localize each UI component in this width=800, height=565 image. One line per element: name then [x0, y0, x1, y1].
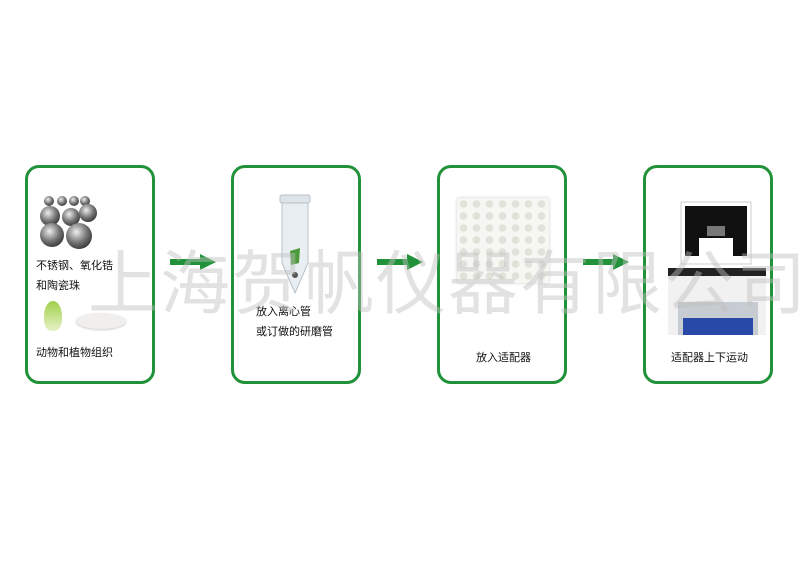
step-card-machine: 适配器上下运动 [643, 165, 773, 384]
step-card-tube: 放入离心管 或订做的研磨管 [231, 165, 361, 384]
arrow-right-icon [170, 254, 216, 270]
beads-label-line1: 不锈钢、氧化锆 [36, 259, 113, 272]
step-card-adapter: 放入适配器 [437, 165, 567, 384]
mouse-image [76, 313, 126, 329]
adapter-label: 放入适配器 [476, 351, 531, 364]
tube-label-line1: 放入离心管 [256, 305, 311, 318]
step-card-beads-tissue: 不锈钢、氧化锆 和陶瓷珠 动物和植物组织 [25, 165, 155, 384]
arrow-right-icon [377, 254, 423, 270]
tube-label-line2: 或订做的研磨管 [256, 325, 333, 338]
arrow-right-icon [583, 254, 629, 270]
cabbage-image [44, 301, 62, 331]
centrifuge-tube-image [279, 194, 311, 295]
adapter-plate-image [457, 198, 549, 283]
tissue-label: 动物和植物组织 [36, 346, 113, 359]
beads-label-line2: 和陶瓷珠 [36, 279, 80, 292]
grinder-machine-image [668, 201, 766, 335]
machine-label: 适配器上下运动 [671, 351, 748, 364]
